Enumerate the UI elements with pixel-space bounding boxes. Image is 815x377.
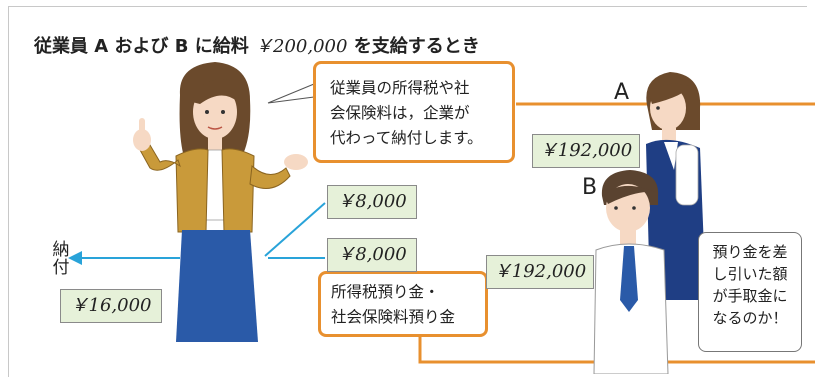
speech-line-1: 預り金を差 [712,243,788,261]
speech-line-2: し引いた額 [712,265,788,283]
employee-question-bubble: 預り金を差 し引いた額 が手取金に なるのか！ [698,232,802,352]
speech-line-3: が手取金に [712,287,788,305]
title-text-after: を支給するとき [353,36,480,57]
employee-a-net-amount: ￥192,000 [532,134,640,168]
speech-line-4: なるのか！ [712,309,788,327]
figure-frame [8,6,807,377]
withholding-line-2: 社会保険料預り金 [331,308,456,326]
company-speaker-figure [133,62,308,342]
payment-label: 納 付 [52,241,70,277]
payment-total-amount: ￥16,000 [60,289,162,323]
callout-line-2: 会保険料は，企業が [330,104,470,122]
figure-title: 従業員 A および B に給料 ￥200,000 を支給するとき [34,32,480,58]
employee-a-label: A [614,80,630,105]
employee-b-figure [593,170,669,374]
employee-b-label: B [582,175,598,200]
withhold-a-link [264,202,326,257]
payment-label-char-2: 付 [52,258,70,278]
employer-note-callout: 従業員の所得税や社 会保険料は，企業が 代わって納付します。 [313,61,515,163]
employee-b-net-amount: ￥192,000 [486,255,594,289]
payment-arrow [68,251,180,265]
payment-label-char-1: 納 [52,240,70,260]
title-text-before: 従業員 A および B に給料 [34,36,249,57]
withholding-b-amount: ￥8,000 [327,238,417,272]
withholding-a-amount: ￥8,000 [327,185,417,219]
callout-line-3: 代わって納付します。 [330,129,483,147]
withholding-line-1: 所得税預り金・ [331,283,440,301]
callout-line-1: 従業員の所得税や社 [330,79,470,97]
withholding-callout: 所得税預り金・ 社会保険料預り金 [318,271,488,337]
speaker-pointer-lines [267,83,315,104]
title-amount: ￥200,000 [255,36,348,57]
